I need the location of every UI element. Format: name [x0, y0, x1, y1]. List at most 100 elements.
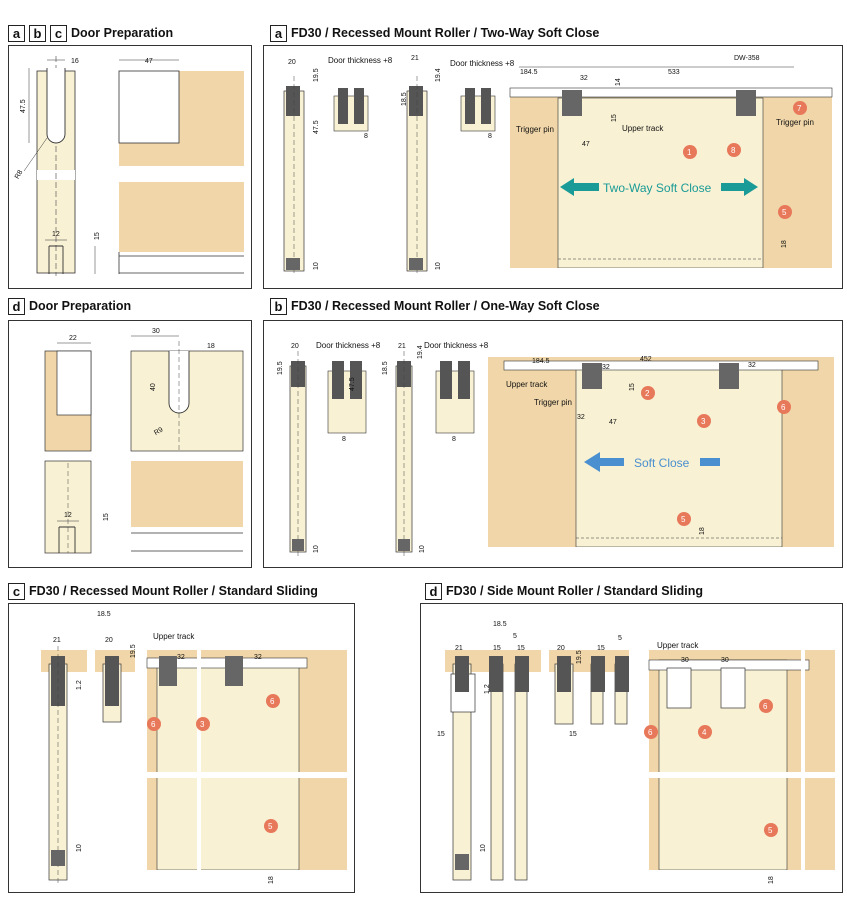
roller-left: [562, 90, 582, 116]
dim-15-1: 15: [437, 731, 445, 738]
upper-track-label: Upper track: [153, 632, 195, 641]
dim-8-2: 8: [488, 133, 492, 140]
dim-19-5: 19.5: [130, 644, 137, 658]
svg-text:3: 3: [701, 417, 706, 426]
door-thickness-label-1: Door thickness +8: [316, 341, 381, 350]
badge-b: b: [270, 297, 287, 315]
dim-20: 20: [105, 637, 113, 644]
badge-d: d: [8, 297, 25, 315]
header-prep-abc: a b c Door Preparation: [8, 23, 173, 43]
dim-1-2: 1.2: [76, 680, 83, 690]
callout-3: 3: [196, 717, 210, 731]
roller-pair-2: [460, 88, 496, 132]
svg-text:2: 2: [645, 389, 650, 398]
trigger-pin-right-label: Trigger pin: [776, 118, 814, 127]
dim-30-1: 30: [681, 657, 689, 664]
svg-text:5: 5: [768, 826, 773, 835]
dim-r8: R8: [14, 169, 25, 180]
door-side-2: [102, 656, 122, 723]
dim-15: 15: [94, 232, 101, 240]
badge-b: b: [29, 24, 46, 42]
svg-text:6: 6: [151, 720, 156, 729]
panel-d: 21 18.5 1.2 15 10 15 15 5 20 19.5 15 5 1…: [420, 603, 843, 893]
callout-5: 5: [764, 823, 778, 837]
dim-452: 452: [640, 356, 652, 363]
dim-15-2: 15: [493, 645, 501, 652]
dim-1-2: 1.2: [484, 684, 491, 694]
dim-47: 47: [145, 58, 153, 65]
roller-left: [582, 363, 602, 389]
svg-text:5: 5: [681, 515, 686, 524]
dim-15-3: 15: [517, 645, 525, 652]
dim-12: 12: [52, 231, 60, 238]
door-side-1: [450, 656, 476, 881]
callout-4: 4: [698, 725, 712, 739]
dim-10: 10: [313, 262, 320, 270]
dim-32: 32: [580, 75, 588, 82]
svg-text:6: 6: [270, 697, 275, 706]
dim-533: 533: [668, 69, 680, 76]
upper-track-label: Upper track: [657, 641, 699, 650]
callout-6-right: 6: [759, 699, 773, 713]
dim-8-1: 8: [342, 436, 346, 443]
dim-5-2: 5: [618, 635, 622, 642]
roller-right: [720, 667, 746, 709]
dim-r9: R9: [153, 426, 164, 437]
roller-left: [666, 667, 692, 709]
dim-10-2: 10: [435, 262, 442, 270]
dim-40: 40: [150, 383, 157, 391]
callout-5: 5: [677, 512, 691, 526]
callout-2: 2: [641, 386, 655, 400]
callout-7: 7: [793, 101, 807, 115]
dim-8-2: 8: [452, 436, 456, 443]
roller-pair-2: [435, 361, 475, 434]
dim-20: 20: [288, 59, 296, 66]
upper-track-label: Upper track: [506, 380, 548, 389]
dim-10: 10: [313, 545, 320, 553]
dim-18-5: 18.5: [97, 611, 111, 618]
dim-47-5: 47.5: [20, 99, 27, 113]
dim-10-2: 10: [419, 545, 426, 553]
roller-left: [159, 656, 177, 686]
dim-14: 14: [615, 78, 622, 86]
dim-18: 18: [268, 876, 275, 884]
header-panel-c: c FD30 / Recessed Mount Roller / Standar…: [8, 581, 318, 601]
dim-47: 47: [582, 141, 590, 148]
prep-d-drawing: 22 12 15 30 18 40 R9: [44, 328, 244, 554]
dim-32-2: 32: [254, 654, 262, 661]
dim-18: 18: [781, 240, 788, 248]
door-side-2: [406, 76, 428, 276]
door-side-1: [48, 646, 68, 886]
arrow-text: Two-Way Soft Close: [603, 181, 712, 195]
panel-c: 21 18.5 1.2 10 20 19.5 Upper track 32 32…: [8, 603, 355, 893]
dim-32-1: 32: [177, 654, 185, 661]
dim-19-4: 19.4: [435, 68, 442, 82]
dim-18: 18: [207, 343, 215, 350]
panel-d-drawing: 21 18.5 1.2 15 10 15 15 5 20 19.5 15 5 1…: [437, 621, 835, 884]
dim-19-5: 19.5: [277, 361, 284, 375]
callout-6-right: 6: [266, 694, 280, 708]
callout-6: 6: [777, 400, 791, 414]
dim-16: 16: [71, 58, 79, 65]
roller-pair-1: [333, 88, 369, 132]
prep-abc-drawing: 16 47.5 R8 12 15 47: [14, 56, 244, 276]
svg-text:3: 3: [200, 720, 205, 729]
roller-right: [225, 656, 243, 686]
soft-close-arrow: Two-Way Soft Close: [560, 177, 758, 197]
door-thickness-label-2: Door thickness +8: [450, 59, 515, 68]
dim-21: 21: [455, 645, 463, 652]
panel-b-drawing: 20 19.5 10 Door thickness +8 47.5 8 21 1…: [277, 341, 834, 557]
dim-15-4: 15: [597, 645, 605, 652]
callout-5: 5: [778, 205, 792, 219]
header-title: FD30 / Side Mount Roller / Standard Slid…: [446, 584, 703, 598]
door-side-1: [283, 76, 305, 276]
panel-a-drawing: 20 19.5 47.5 10 Door thickness +8 8 21 1…: [283, 55, 833, 279]
dim-19-4: 19.4: [417, 345, 424, 359]
dim-10: 10: [76, 844, 83, 852]
dim-30-2: 30: [721, 657, 729, 664]
badge-c: c: [50, 24, 67, 42]
dim-18-5: 18.5: [401, 92, 408, 106]
dim-15: 15: [611, 114, 618, 122]
dim-15-5: 15: [569, 731, 577, 738]
roller-pair-1: [327, 361, 367, 434]
